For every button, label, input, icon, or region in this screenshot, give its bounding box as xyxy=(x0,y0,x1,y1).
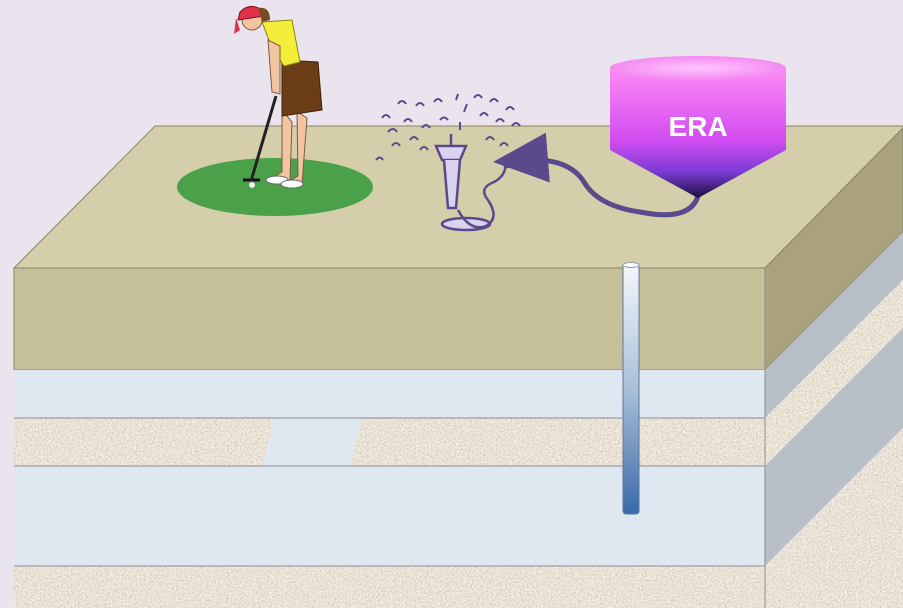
aquitard-gap xyxy=(262,418,362,466)
soil-layer-front xyxy=(14,268,765,370)
era-label: ERA xyxy=(668,111,727,142)
aquifer-layer-lower xyxy=(14,466,765,566)
monitoring-well-icon xyxy=(623,263,639,515)
bedrock-gravel-layer xyxy=(14,566,765,608)
era-tank-top xyxy=(610,56,786,80)
putting-green xyxy=(177,158,373,216)
aquifer-layer-upper xyxy=(14,370,765,418)
golf-ball xyxy=(249,182,255,188)
aquitard-layer-right xyxy=(350,418,765,466)
aquitard-layer-left xyxy=(14,418,275,466)
